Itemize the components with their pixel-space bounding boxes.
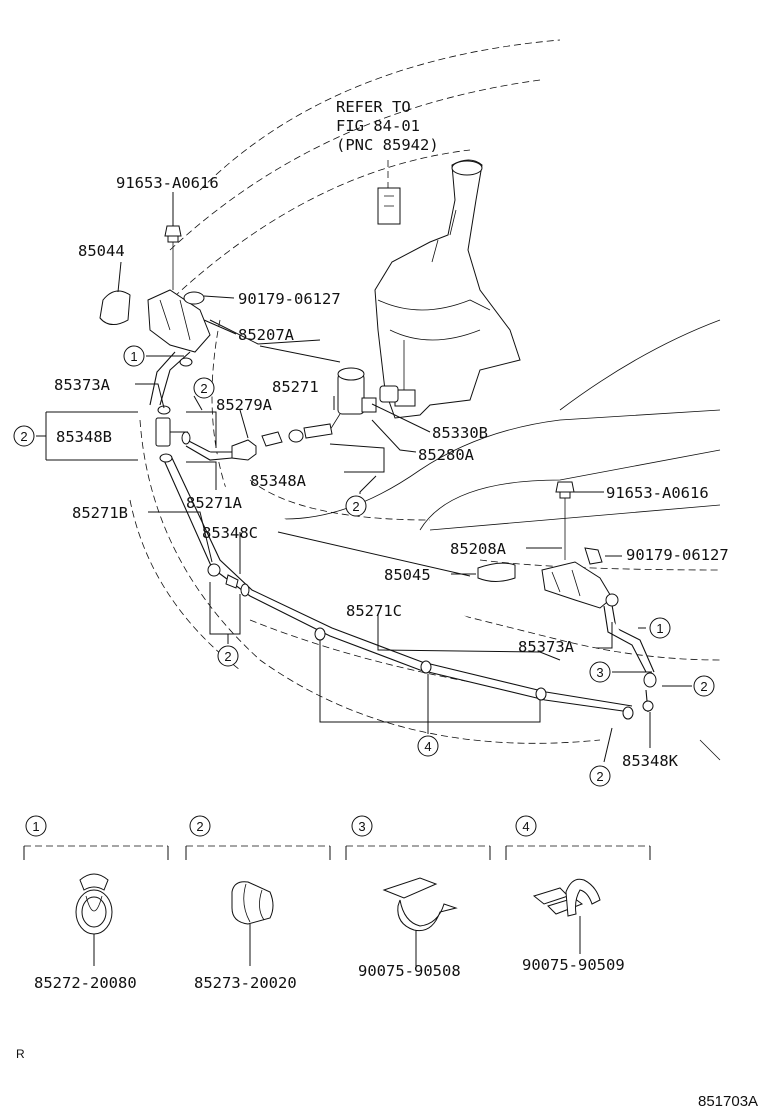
- legend-part-4: 90075-90509: [522, 956, 625, 974]
- label-85271b: 85271B: [72, 504, 128, 522]
- hose-lines: [149, 351, 655, 713]
- bracket-85348b: [36, 411, 138, 461]
- part-labels: REFER TO FIG 84-01 (PNC 85942) 91653-A06…: [54, 98, 729, 770]
- corner-mark: R: [16, 1047, 25, 1061]
- label-85348c: 85348C: [202, 524, 258, 542]
- label-85207a: 85207A: [238, 326, 295, 344]
- label-85280a: 85280A: [418, 446, 475, 464]
- legend-part-2: 85273-20020: [194, 974, 297, 992]
- legend-num-4: 4: [522, 819, 529, 834]
- check-valves: [231, 423, 333, 461]
- label-85271: 85271: [272, 378, 319, 396]
- washer-tank: [374, 159, 521, 419]
- washer-pump: [309, 367, 377, 433]
- label-85271c: 85271C: [346, 602, 402, 620]
- legend-num-2: 2: [196, 819, 203, 834]
- refer-line2: FIG 84-01: [336, 117, 420, 135]
- legend-num-3: 3: [358, 819, 365, 834]
- legend-part-1: 85272-20080: [34, 974, 137, 992]
- legend-num-1: 1: [32, 819, 39, 834]
- callout-2-b: 2: [20, 429, 27, 444]
- label-85271a: 85271A: [186, 494, 243, 512]
- label-90179-top: 90179-06127: [238, 290, 341, 308]
- legend: 1 85272-20080 2 85273-20020 3: [23, 815, 651, 992]
- callout-circles: 1 2 2 2 2 1 3 2 4 2: [13, 345, 715, 787]
- leader-lines: [117, 192, 692, 763]
- clamp-85273-icon: [231, 881, 274, 925]
- callout-4-a: 4: [424, 739, 431, 754]
- callout-2-f: 2: [596, 769, 603, 784]
- hose-clamps: [157, 357, 657, 720]
- callout-2-c: 2: [352, 499, 359, 514]
- clip-85272-icon: [75, 873, 113, 935]
- label-85044: 85044: [78, 242, 125, 260]
- electrical-connector: [377, 160, 401, 225]
- label-85373a-right: 85373A: [518, 638, 575, 656]
- callout-2-a: 2: [200, 381, 207, 396]
- legend-part-3: 90075-90508: [358, 962, 461, 980]
- refer-line3: (PNC 85942): [336, 136, 439, 154]
- label-91653-right: 91653-A0616: [606, 484, 709, 502]
- label-90179-right: 90179-06127: [626, 546, 729, 564]
- label-85373a-left: 85373A: [54, 376, 111, 394]
- label-85279a: 85279A: [216, 396, 273, 414]
- clip-90075-90508-icon: [382, 877, 458, 932]
- callout-1-b: 1: [656, 621, 663, 636]
- callout-3-a: 3: [596, 665, 603, 680]
- callout-2-d: 2: [224, 649, 231, 664]
- washer-nozzle-right: [477, 483, 613, 609]
- label-85330b: 85330B: [432, 424, 488, 442]
- label-85348a: 85348A: [250, 472, 307, 490]
- label-85045: 85045: [384, 566, 431, 584]
- refer-line1: REFER TO: [336, 98, 411, 116]
- figure-id: 851703A: [698, 1093, 758, 1110]
- label-85348k: 85348K: [622, 752, 679, 770]
- label-85348b: 85348B: [56, 428, 112, 446]
- label-85208a: 85208A: [450, 540, 507, 558]
- label-91653-top: 91653-A0616: [116, 174, 219, 192]
- callout-2-e: 2: [700, 679, 707, 694]
- callout-1-a: 1: [130, 349, 137, 364]
- washer-nozzle-left: [99, 227, 211, 353]
- clip-90075-90509-icon: [532, 878, 601, 917]
